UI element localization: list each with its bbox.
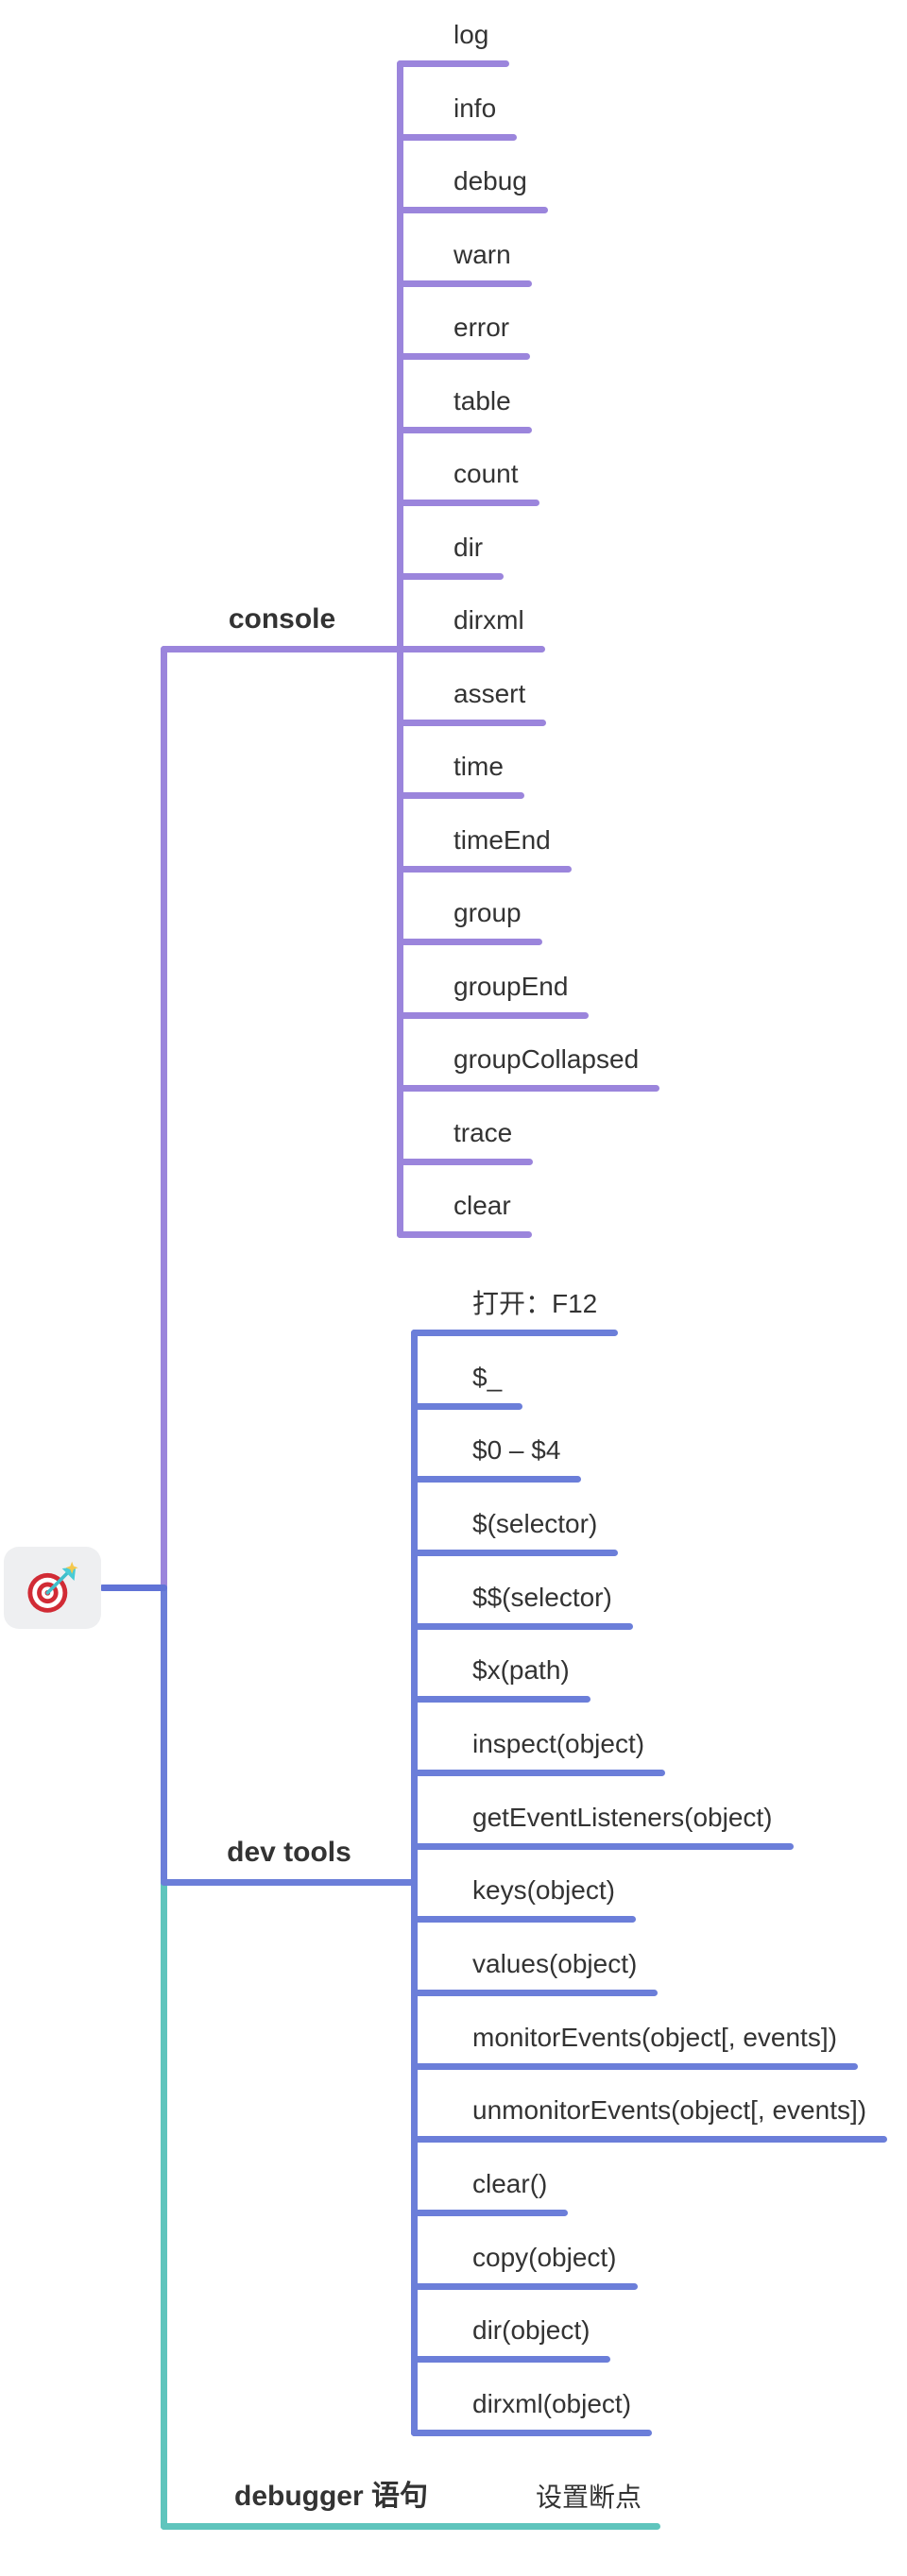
child-topic[interactable]: dir(object) [411, 2314, 611, 2363]
child-topic[interactable]: clear() [411, 2168, 569, 2216]
child-topic[interactable]: groupEnd [397, 971, 590, 1019]
child-topic[interactable]: dirxml(object) [411, 2388, 653, 2436]
child-topic[interactable]: log [397, 19, 510, 67]
child-topic[interactable]: groupCollapsed [397, 1043, 660, 1092]
child-topic[interactable]: warn [397, 239, 532, 287]
child-topic[interactable]: dir [397, 532, 505, 580]
branch-topic-debugger: debugger 语句 设置断点 [161, 2480, 660, 2530]
child-topic[interactable]: assert [397, 678, 547, 726]
child-topic[interactable]: timeEnd [397, 824, 572, 873]
child-topic[interactable]: clear [397, 1190, 532, 1238]
branch-topic-devtools[interactable]: dev tools [161, 1836, 418, 1886]
child-topic[interactable]: copy(object) [411, 2242, 638, 2290]
child-topic[interactable]: 打开：F12 [411, 1288, 619, 1336]
child-topic[interactable]: monitorEvents(object[, events]) [411, 2022, 858, 2070]
child-topic[interactable]: 设置断点 [536, 2483, 642, 2512]
child-topic[interactable]: group [397, 897, 542, 945]
main-trunk-devtools-segment [161, 1585, 167, 1886]
child-topic[interactable]: time [397, 751, 524, 799]
target-icon [26, 1561, 80, 1616]
child-topic[interactable]: $x(path) [411, 1654, 590, 1703]
main-trunk-debugger-segment [161, 1879, 167, 2530]
child-topic[interactable]: count [397, 458, 539, 506]
child-topic[interactable]: $_ [411, 1362, 523, 1410]
child-topic[interactable]: table [397, 385, 532, 433]
root-node[interactable] [4, 1547, 101, 1629]
branch-topic-console[interactable]: console [161, 602, 403, 652]
child-topic[interactable]: $$(selector) [411, 1582, 633, 1630]
main-trunk-console-segment [161, 646, 167, 1591]
child-topic[interactable]: values(object) [411, 1948, 659, 1996]
child-topic[interactable]: unmonitorEvents(object[, events]) [411, 2094, 888, 2143]
child-topic[interactable]: inspect(object) [411, 1728, 666, 1776]
child-topic[interactable]: dirxml [397, 604, 545, 652]
child-topic[interactable]: debug [397, 165, 548, 213]
child-topic[interactable]: keys(object) [411, 1874, 636, 1923]
child-topic[interactable]: info [397, 93, 518, 141]
child-topic[interactable]: $0 – $4 [411, 1434, 582, 1483]
child-topic[interactable]: error [397, 312, 531, 360]
child-topic[interactable]: getEventListeners(object) [411, 1802, 794, 1850]
child-topic[interactable]: trace [397, 1117, 534, 1165]
child-topic[interactable]: $(selector) [411, 1508, 619, 1556]
debugger-label[interactable]: debugger 语句 [234, 2481, 429, 2512]
root-connector-line [99, 1585, 167, 1591]
